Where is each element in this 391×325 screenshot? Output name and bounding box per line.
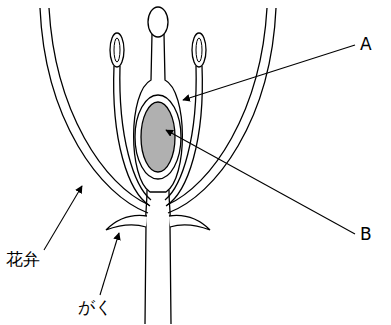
petal-outline bbox=[167, 8, 267, 205]
part-label: 花弁 bbox=[6, 250, 40, 269]
sepal bbox=[106, 216, 147, 230]
stigma bbox=[148, 7, 168, 37]
anther bbox=[110, 33, 124, 67]
petal-outline bbox=[49, 8, 149, 205]
leader-line bbox=[44, 186, 82, 250]
anther bbox=[192, 33, 206, 67]
leader-line bbox=[166, 130, 355, 234]
leader-line bbox=[183, 45, 355, 100]
leader-line bbox=[100, 233, 119, 295]
part-label: B bbox=[360, 225, 372, 244]
anther bbox=[196, 38, 202, 62]
ovule bbox=[141, 102, 175, 172]
pistil-outline bbox=[134, 34, 183, 192]
part-label: A bbox=[360, 35, 372, 54]
sepal bbox=[169, 216, 210, 230]
part-label: がく bbox=[78, 298, 112, 317]
anther bbox=[114, 38, 120, 62]
ovary-wall bbox=[135, 95, 181, 179]
stem bbox=[145, 190, 171, 324]
